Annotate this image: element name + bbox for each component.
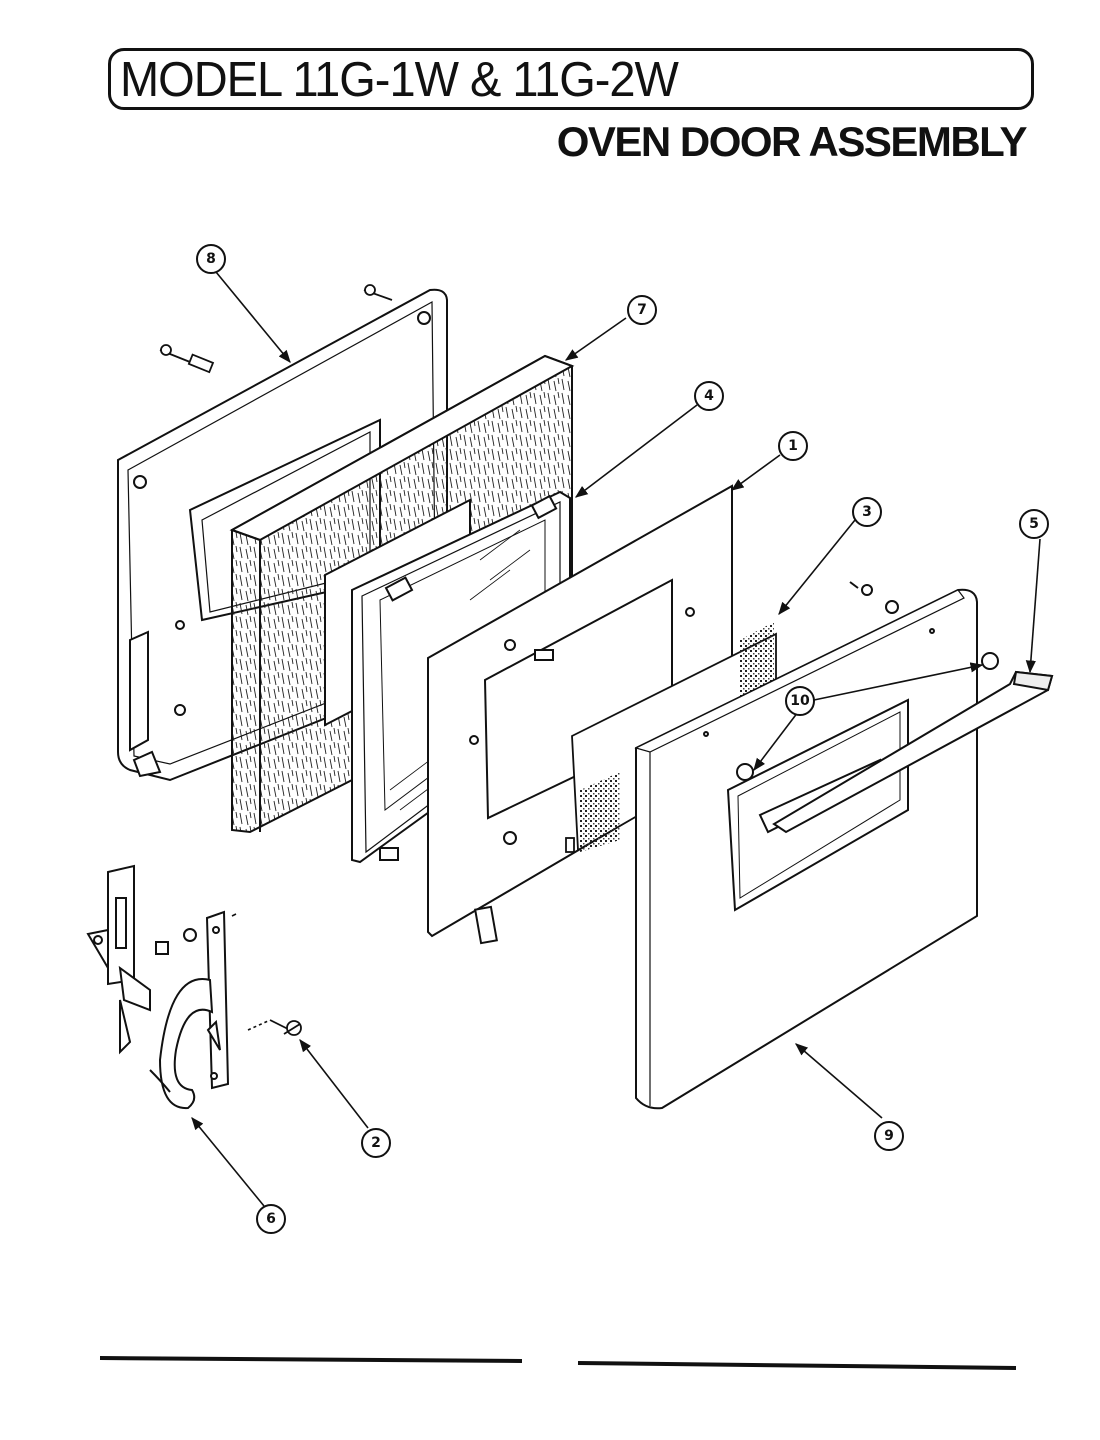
- callout-8: 8: [196, 244, 226, 274]
- door-hinge: [86, 864, 230, 1110]
- svg-text:7: 7: [637, 302, 647, 318]
- callout-10: 10: [785, 686, 815, 716]
- svg-text:2: 2: [371, 1135, 381, 1151]
- section-title: OVEN DOOR ASSEMBLY: [556, 118, 1028, 165]
- callout-9: 9: [874, 1121, 904, 1151]
- svg-text:6: 6: [266, 1211, 276, 1227]
- callout-1: 1: [778, 431, 808, 461]
- callout-3: 3: [852, 497, 882, 527]
- door-handle: [772, 652, 1054, 834]
- model-title-frame: [108, 48, 1034, 110]
- svg-text:8: 8: [206, 251, 216, 267]
- leader-lines: [191, 271, 1041, 1207]
- hinge-screw: [269, 1019, 302, 1036]
- svg-text:9: 9: [884, 1128, 894, 1144]
- callout-7: 7: [627, 295, 657, 325]
- door-screws: [159, 284, 393, 374]
- callout-6: 6: [256, 1204, 286, 1234]
- callout-2: 2: [361, 1128, 391, 1158]
- svg-text:1: 1: [788, 438, 798, 454]
- callout-4: 4: [694, 381, 724, 411]
- svg-text:4: 4: [704, 388, 714, 404]
- svg-text:10: 10: [790, 693, 810, 709]
- callout-5: 5: [1019, 509, 1049, 539]
- svg-text:5: 5: [1029, 516, 1039, 532]
- footer-rules: [99, 1356, 1017, 1370]
- model-title: MODEL 11G-1W & 11G-2W: [120, 51, 679, 107]
- svg-text:3: 3: [862, 504, 872, 520]
